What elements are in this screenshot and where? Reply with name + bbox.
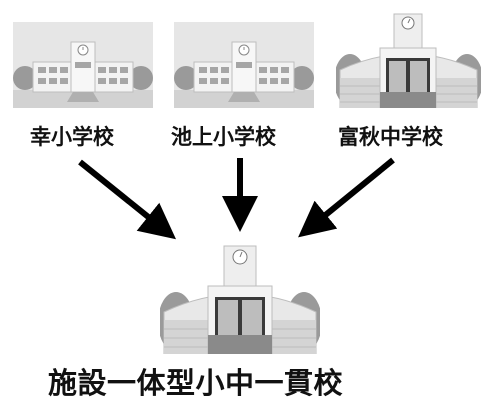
elementary-school-1-illustration (13, 22, 153, 108)
arrow-left (78, 159, 177, 240)
elementary-school-2-illustration (174, 22, 314, 108)
school-label-sachi-elementary: 幸小学校 (30, 125, 114, 149)
junior-high-school-illustration (336, 13, 481, 108)
school-label-ikegami-elementary: 池上小学校 (171, 125, 276, 149)
arrow-right (298, 157, 395, 238)
integrated-school-title: 施設一体型小中一貫校 (48, 366, 344, 400)
integrated-school-illustration (160, 245, 320, 354)
school-label-fushu-junior-high: 富秋中学校 (338, 125, 443, 149)
